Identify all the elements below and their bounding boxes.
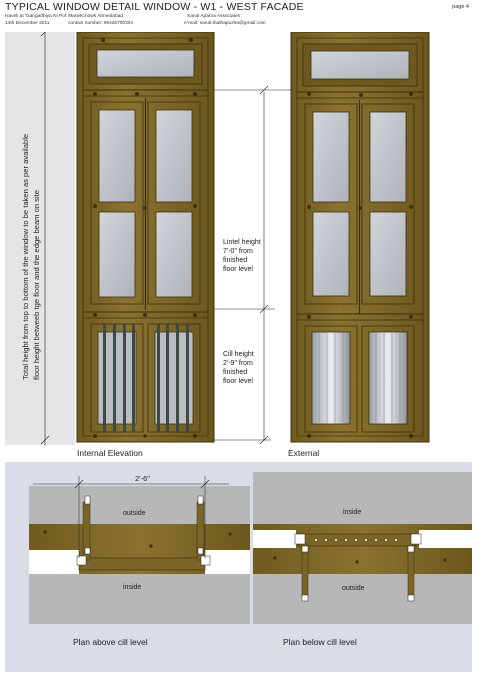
email-text: e-mail: sanal.thathapuzha@gmail.com <box>184 21 266 26</box>
caption-internal-elevation: Internal Elevation <box>77 448 143 458</box>
cill-label-1: Cill height <box>223 351 254 358</box>
date-text: 14th December 2011 <box>5 21 50 26</box>
internal-window <box>76 32 215 443</box>
lintel-label-1: Lintel height <box>223 239 261 246</box>
left-plan-inside: inside <box>123 584 141 591</box>
height-note-line2: floor height betweeb tge floor and the e… <box>32 190 41 380</box>
plans-drawing: 2'-6" outside inside <box>29 472 472 647</box>
right-plan-inside: inside <box>343 509 361 516</box>
lintel-label-3: finished <box>223 257 247 264</box>
left-wall-band <box>5 32 75 445</box>
page-number: page 4 <box>452 4 469 10</box>
contact-text: contact number: 09426700304 <box>68 21 134 26</box>
plan-dimension: 2'-6" <box>135 474 150 483</box>
elevation-drawing: Total height from top to bottom of the w… <box>5 32 430 445</box>
plan-above-cill <box>29 476 250 624</box>
caption-plan-above-cill: Plan above cill level <box>73 637 148 647</box>
title-block: TYPICAL WINDOW DETAIL WINDOW - W1 - WEST… <box>0 0 477 32</box>
location-text: Haveli at 'Gangadhiya Ni Pol' Manekchowk… <box>5 14 124 19</box>
elevation-area: Total height from top to bottom of the w… <box>5 32 472 445</box>
lintel-label-2: 7'-0" from <box>223 248 253 255</box>
height-note-line1: Total height from top to bottom of the w… <box>21 134 30 380</box>
cill-label-4: floor level <box>223 378 253 385</box>
lintel-label-4: floor level <box>223 266 253 273</box>
caption-external: External <box>288 448 320 458</box>
plans-area: 2'-6" outside inside <box>5 462 472 672</box>
external-window <box>290 32 430 443</box>
caption-plan-below-cill: Plan below cill level <box>283 637 357 647</box>
left-plan-outside: outside <box>123 510 146 517</box>
cill-label-3: finished <box>223 369 247 376</box>
right-plan-outside: outside <box>342 585 365 592</box>
drawing-title: TYPICAL WINDOW DETAIL WINDOW - W1 - WEST… <box>5 1 304 13</box>
firm-name: Sanal Aparna Associates <box>187 14 241 19</box>
plan-below-cill <box>253 472 472 624</box>
elevation-captions: Internal Elevation External <box>5 445 472 462</box>
dimension-lines <box>40 32 291 445</box>
cill-label-2: 2'-9" from <box>223 360 253 367</box>
